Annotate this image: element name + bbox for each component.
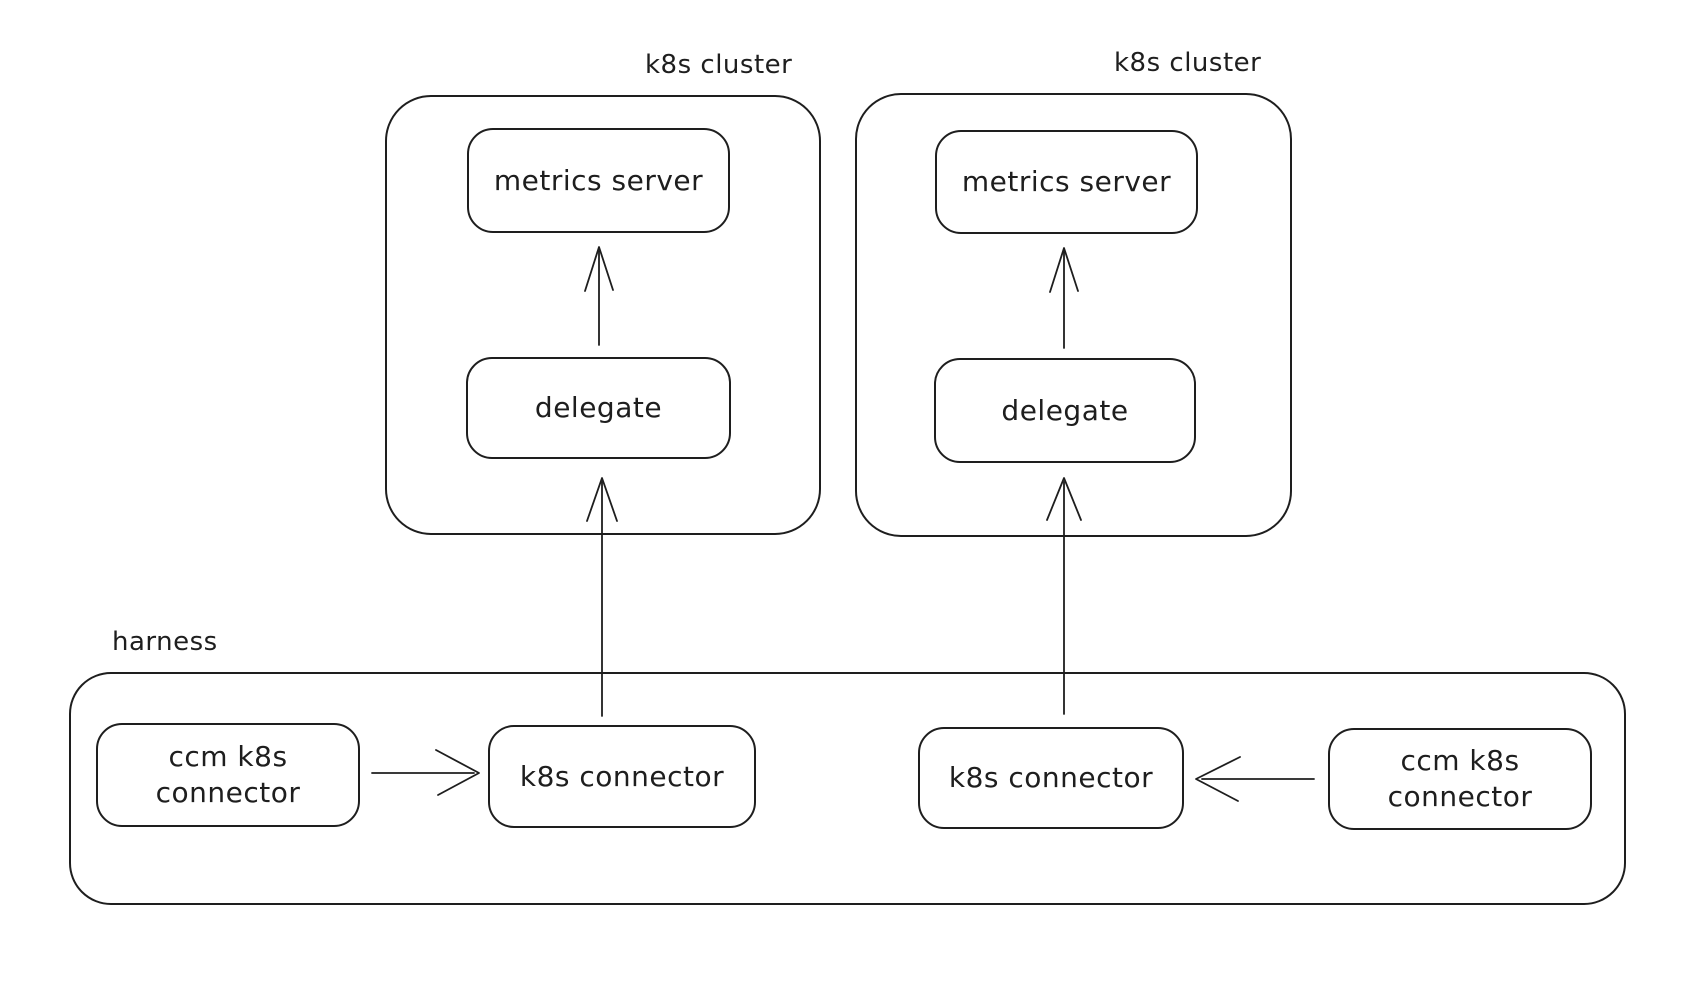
k8s-connector-node-right: k8s connector xyxy=(918,727,1184,829)
ccm-k8s-connector-node-left: ccm k8s connector xyxy=(96,723,360,827)
node-label: k8s connector xyxy=(948,761,1154,794)
k8s-cluster-label-right: k8s cluster xyxy=(1114,48,1262,78)
harness-box xyxy=(69,672,1626,905)
k8s-cluster-box-right xyxy=(855,93,1292,537)
harness-label: harness xyxy=(112,627,218,657)
node-label: delegate xyxy=(534,391,663,424)
node-label: metrics server xyxy=(961,165,1172,198)
k8s-cluster-box-left xyxy=(385,95,821,535)
ccm-k8s-connector-node-right: ccm k8s connector xyxy=(1328,728,1592,830)
delegate-node-left: delegate xyxy=(466,357,731,459)
node-label: k8s connector xyxy=(519,759,725,793)
metrics-server-node-right: metrics server xyxy=(935,130,1198,234)
metrics-server-node-left: metrics server xyxy=(467,128,730,233)
node-label: delegate xyxy=(1001,393,1129,427)
node-label: ccm k8s connector xyxy=(155,740,301,809)
node-label: ccm k8s connector xyxy=(1387,744,1533,813)
k8s-cluster-label-left: k8s cluster xyxy=(645,50,793,80)
node-label: metrics server xyxy=(493,163,704,197)
delegate-node-right: delegate xyxy=(934,358,1196,463)
k8s-connector-node-left: k8s connector xyxy=(488,725,756,828)
